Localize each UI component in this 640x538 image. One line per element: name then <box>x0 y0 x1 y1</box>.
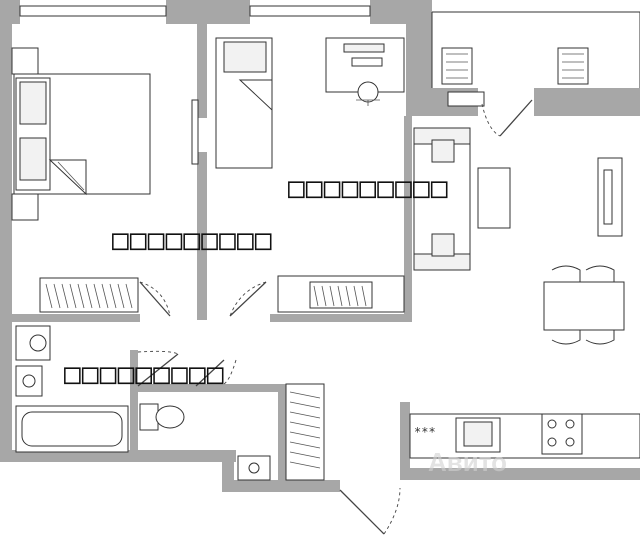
svg-text:***: *** <box>414 425 436 439</box>
nightstand-left <box>11 47 39 221</box>
kitchen-counter: *** <box>409 413 640 459</box>
room-label-bathroom: □□□□□□□□□ <box>64 357 225 390</box>
room-label-child: □□□□□□□□□ <box>288 171 449 204</box>
doors <box>137 99 533 535</box>
coffee-table <box>477 167 511 229</box>
walls <box>0 0 640 492</box>
watermark: Авито <box>428 447 508 477</box>
washbasin <box>15 365 43 397</box>
bed <box>13 73 151 196</box>
tv-left <box>191 99 199 165</box>
hall-wardrobe <box>285 383 325 481</box>
room-label-bedroom: □□□□□□□□□ <box>112 223 273 256</box>
single-bed <box>215 37 273 169</box>
bathtub <box>15 405 129 453</box>
washing-machine <box>15 325 51 361</box>
dining-table <box>543 265 625 345</box>
wc-sink <box>237 455 271 481</box>
wardrobe-left <box>39 277 139 313</box>
balcony-chairs <box>441 47 589 107</box>
tv-right <box>597 157 623 237</box>
desk <box>325 37 405 106</box>
sofa <box>413 127 471 271</box>
toilet <box>139 403 185 431</box>
wardrobe-middle <box>277 275 405 313</box>
